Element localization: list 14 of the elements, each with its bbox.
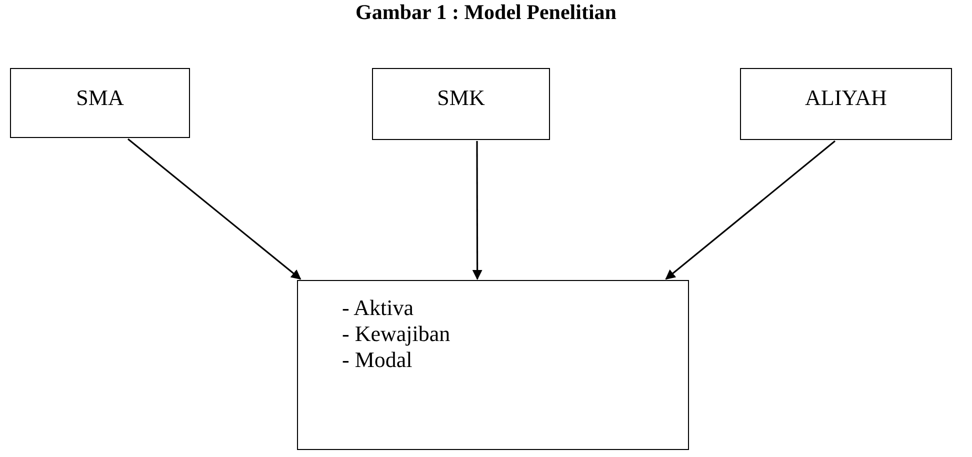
arrow xyxy=(665,140,836,280)
list-item: - Aktiva xyxy=(342,295,414,321)
diagram-title: Gambar 1 : Model Penelitian xyxy=(354,0,618,25)
arrow xyxy=(128,138,302,280)
box-label: ALIYAH xyxy=(805,85,887,111)
list-item: - Kewajiban xyxy=(342,321,450,347)
box-label: SMA xyxy=(76,85,124,111)
arrow xyxy=(472,141,482,280)
list-item: - Modal xyxy=(342,347,412,373)
school-box xyxy=(10,68,190,138)
school-box xyxy=(740,68,952,140)
box-label: SMK xyxy=(437,85,485,111)
school-box xyxy=(372,68,550,140)
list-box xyxy=(297,280,689,450)
